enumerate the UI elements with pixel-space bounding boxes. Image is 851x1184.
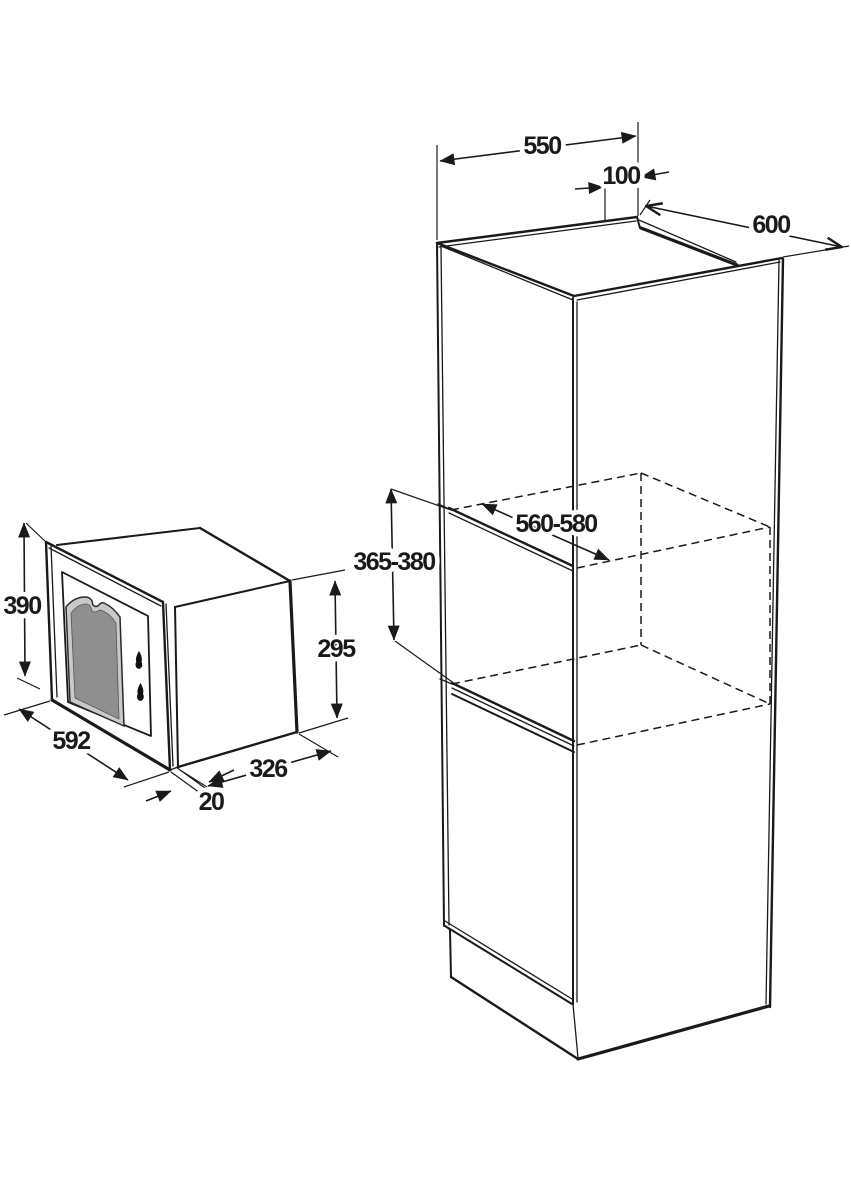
cabinet-top-front-edge-inner — [440, 245, 574, 301]
dim-600-label: 600 — [752, 211, 790, 239]
dim-niche-height: 365-380 — [349, 488, 456, 685]
niche-shelf-thickness-line — [451, 687, 575, 747]
ext-592-right — [123, 771, 170, 788]
ext-326-left — [179, 769, 208, 788]
dim-cabinet-back-gap: 100 — [574, 158, 670, 222]
lower-door-bottom-edge-inner — [444, 920, 573, 1000]
niche-shelf-front-edge — [450, 681, 576, 743]
ext-390-bottom — [16, 677, 41, 690]
dim-mw-frame-height: 390 — [0, 522, 48, 690]
cabinet-right-face-top-edge — [572, 256, 784, 298]
dimline-295 — [329, 580, 343, 719]
niche-top-left-hidden-edge — [450, 472, 642, 511]
dim-20-label: 20 — [199, 788, 224, 816]
cabinet-lip-top-edge — [638, 219, 737, 263]
mw-top-left-edge — [56, 527, 201, 546]
dimline-20-left-leader — [145, 790, 172, 802]
cabinet-drawing: 550 100 600 560-580 365-380 — [349, 122, 850, 1061]
dim-560-580-label: 560-580 — [515, 510, 597, 538]
cabinet-front-left-edge-inner — [440, 246, 450, 926]
cabinet-right-face-bottom-edge — [576, 1004, 771, 1061]
ext-295-top — [291, 569, 346, 581]
ext-592-left — [3, 700, 51, 716]
dim-365-380-label: 365-380 — [353, 548, 435, 576]
mw-door-window-glass — [70, 603, 120, 720]
mw-top-back-edge — [198, 526, 292, 583]
dim-326-label: 326 — [249, 755, 287, 783]
plinth-left-edge — [449, 929, 452, 978]
ext-326-right — [298, 733, 339, 758]
plinth-right-connector — [572, 1003, 579, 1059]
dimline-390 — [18, 522, 31, 677]
niche-bottom-back-hidden-edge — [640, 644, 771, 705]
dim-100-label: 100 — [602, 162, 640, 190]
niche-bottom-left-hidden-edge — [451, 644, 642, 685]
ext-20-front — [170, 771, 201, 794]
plinth-left-step — [444, 925, 451, 931]
niche-bottom-right-hidden-edge — [576, 703, 771, 746]
cabinet-lip-bottom-edge — [639, 226, 739, 267]
mw-frame-inner-left — [50, 544, 58, 698]
dim-295-label: 295 — [317, 635, 356, 663]
dimline-100-left-leader — [574, 182, 604, 195]
mw-top-right-edge — [174, 580, 291, 608]
mw-frame-inner-right — [165, 603, 174, 767]
ext-365-380-bottom — [394, 640, 456, 685]
dim-cabinet-total-depth: 600 — [639, 199, 850, 258]
niche-bottom-left-tick — [439, 678, 453, 685]
niche-top-back-hidden-edge — [640, 472, 771, 528]
cabinet-top-front-edge — [435, 241, 576, 298]
dimline-365-380 — [385, 488, 400, 641]
cabinet-right-edge — [768, 257, 785, 1009]
cabinet-body — [435, 215, 785, 1061]
ext-365-380-top — [390, 488, 452, 511]
cabinet-front-left-edge — [436, 242, 445, 927]
cabinet-right-face-top-edge-inner — [576, 261, 781, 301]
dim-mw-frame-offset: 20 — [145, 766, 235, 821]
mw-right-face-front-edge — [174, 606, 179, 768]
dim-390-label: 390 — [3, 592, 41, 620]
dimline-592 — [18, 708, 129, 781]
dim-mw-body-height: 295 — [291, 569, 362, 734]
ext-600-right — [782, 245, 850, 258]
dimline-326 — [207, 749, 332, 788]
dim-cabinet-top-depth: 550 — [436, 122, 639, 240]
mw-knob-upper-icon — [135, 651, 143, 669]
microwave-drawing: 390 592 20 326 295 — [0, 522, 362, 821]
dimline-550 — [439, 131, 637, 166]
dim-mw-body-depth: 326 — [179, 733, 339, 788]
lower-door-bottom-edge — [444, 925, 573, 1005]
dim-592-label: 592 — [52, 727, 90, 755]
cabinet-top-back-edge-inner — [438, 220, 637, 248]
ext-295-bottom — [298, 717, 349, 734]
cabinet-lip-end-cap — [636, 216, 641, 229]
dimline-100-right-leader — [640, 168, 670, 181]
mw-knob-lower-icon — [137, 683, 144, 701]
dim-niche-width: 560-580 — [481, 503, 610, 561]
lower-door-top-edge — [451, 693, 575, 753]
mw-back-right-edge — [288, 579, 299, 734]
ext-390-top — [25, 522, 48, 544]
dimline-560-580 — [481, 503, 610, 561]
microwave-body — [56, 526, 299, 771]
dimline-600 — [646, 206, 842, 247]
ext-600-left — [639, 199, 651, 216]
dim-mw-frame-width: 592 — [3, 700, 170, 788]
cabinet-right-edge-inner — [765, 259, 780, 1005]
plinth-bottom-edge — [449, 975, 580, 1061]
niche-top-right-hidden-edge — [576, 526, 771, 569]
dim-550-label: 550 — [523, 132, 561, 160]
mw-frame-inner-top — [48, 547, 162, 607]
cabinet-top-back-edge — [435, 215, 639, 245]
